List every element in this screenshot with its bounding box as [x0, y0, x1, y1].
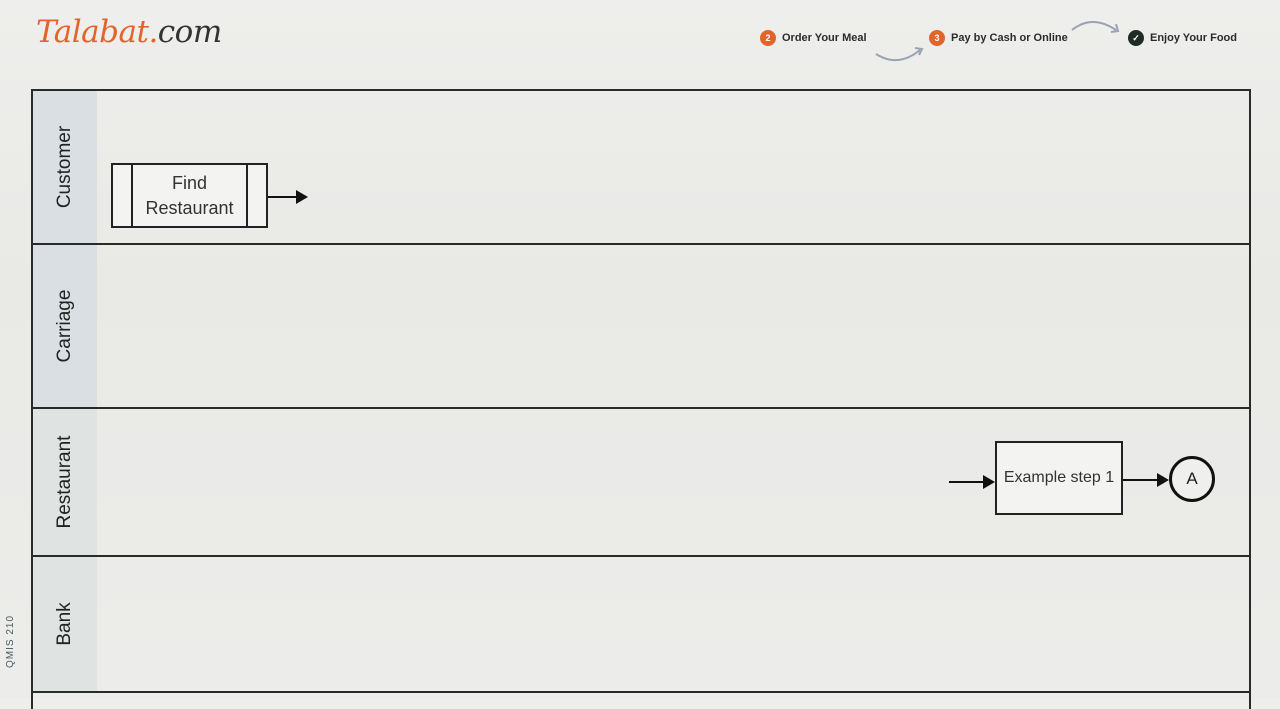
step-label: Enjoy Your Food — [1150, 32, 1237, 44]
lane-label: Bank — [54, 602, 75, 646]
lane-header: Carriage — [33, 245, 97, 407]
task-label-line: Restaurant — [145, 197, 234, 218]
lane-restaurant: Restaurant — [33, 409, 1251, 557]
task-label: Find Restaurant — [145, 171, 233, 220]
process-bar-right — [246, 165, 248, 226]
flow-arrow — [268, 190, 308, 204]
lane-header: Restaurant — [33, 409, 97, 555]
logo-suffix: com — [157, 14, 222, 50]
talabat-logo: Talabat.com — [36, 14, 222, 50]
swimlane-diagram: Customer Carriage Restaurant Bank — [31, 89, 1251, 709]
lane-header: Customer — [33, 91, 97, 243]
example-step-task: Example step 1 — [995, 441, 1123, 515]
step-number-badge: 3 — [929, 30, 945, 46]
step-order-meal: 2 Order Your Meal — [760, 30, 867, 46]
step-enjoy: ✓ Enjoy Your Food — [1128, 30, 1237, 46]
logo-text: Talabat — [36, 14, 149, 50]
order-steps: 2 Order Your Meal 3 Pay by Cash or Onlin… — [0, 21, 1280, 70]
lane-carriage: Carriage — [33, 245, 1251, 409]
course-code-label: QMIS 210 — [5, 614, 16, 668]
flow-arrow — [1123, 473, 1169, 487]
process-bar-left — [131, 165, 133, 226]
connector-circle: A — [1169, 456, 1215, 502]
lane-customer: Customer — [33, 91, 1251, 245]
find-restaurant-task: Find Restaurant — [111, 163, 268, 228]
step-label: Pay by Cash or Online — [951, 32, 1068, 44]
lane-label: Customer — [54, 125, 75, 209]
lane-label: Restaurant — [54, 435, 75, 529]
step-label: Order Your Meal — [782, 32, 867, 44]
task-label-line: Find — [171, 173, 207, 194]
lane-header: Bank — [33, 557, 97, 691]
flow-arrow — [949, 475, 995, 489]
curved-arrow-icon — [1071, 21, 1120, 33]
step-number-badge: 2 — [760, 30, 776, 46]
lane-bank: Bank — [33, 557, 1251, 693]
lane-label: Carriage — [54, 289, 75, 363]
logo-dot: . — [148, 14, 158, 50]
check-icon: ✓ — [1128, 30, 1144, 46]
step-pay: 3 Pay by Cash or Online — [929, 30, 1068, 46]
curved-arrow-icon — [875, 47, 924, 61]
